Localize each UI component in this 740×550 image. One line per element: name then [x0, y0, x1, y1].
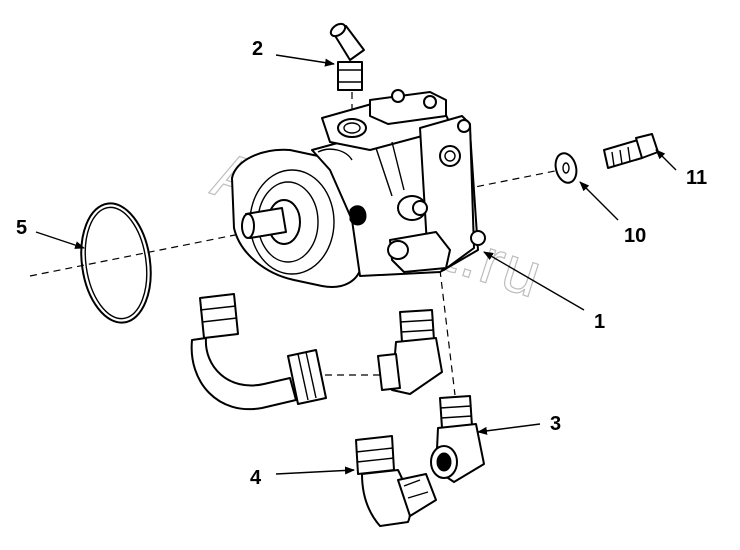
callout-11: 11 [686, 167, 707, 189]
leader-lines [35, 54, 677, 475]
callout-labels: 2 5 11 10 1 3 4 [16, 38, 707, 489]
adapter-fitting [377, 309, 443, 395]
elbow-fitting-part-4 [355, 435, 437, 527]
callout-4: 4 [250, 467, 262, 489]
elbow-hose-assembly [190, 293, 327, 411]
callout-3: 3 [550, 413, 561, 435]
callout-1: 1 [594, 311, 605, 333]
callout-5: 5 [16, 217, 27, 239]
callout-10: 10 [624, 225, 646, 247]
washer-part-10 [554, 152, 578, 184]
bolt-part-11 [603, 133, 659, 169]
o-ring-part-5 [80, 202, 152, 324]
pump-body-part-1 [231, 89, 486, 288]
elbow-fitting-part-3 [430, 395, 485, 483]
callout-2: 2 [252, 38, 263, 60]
elbow-fitting-part-2 [329, 22, 365, 91]
